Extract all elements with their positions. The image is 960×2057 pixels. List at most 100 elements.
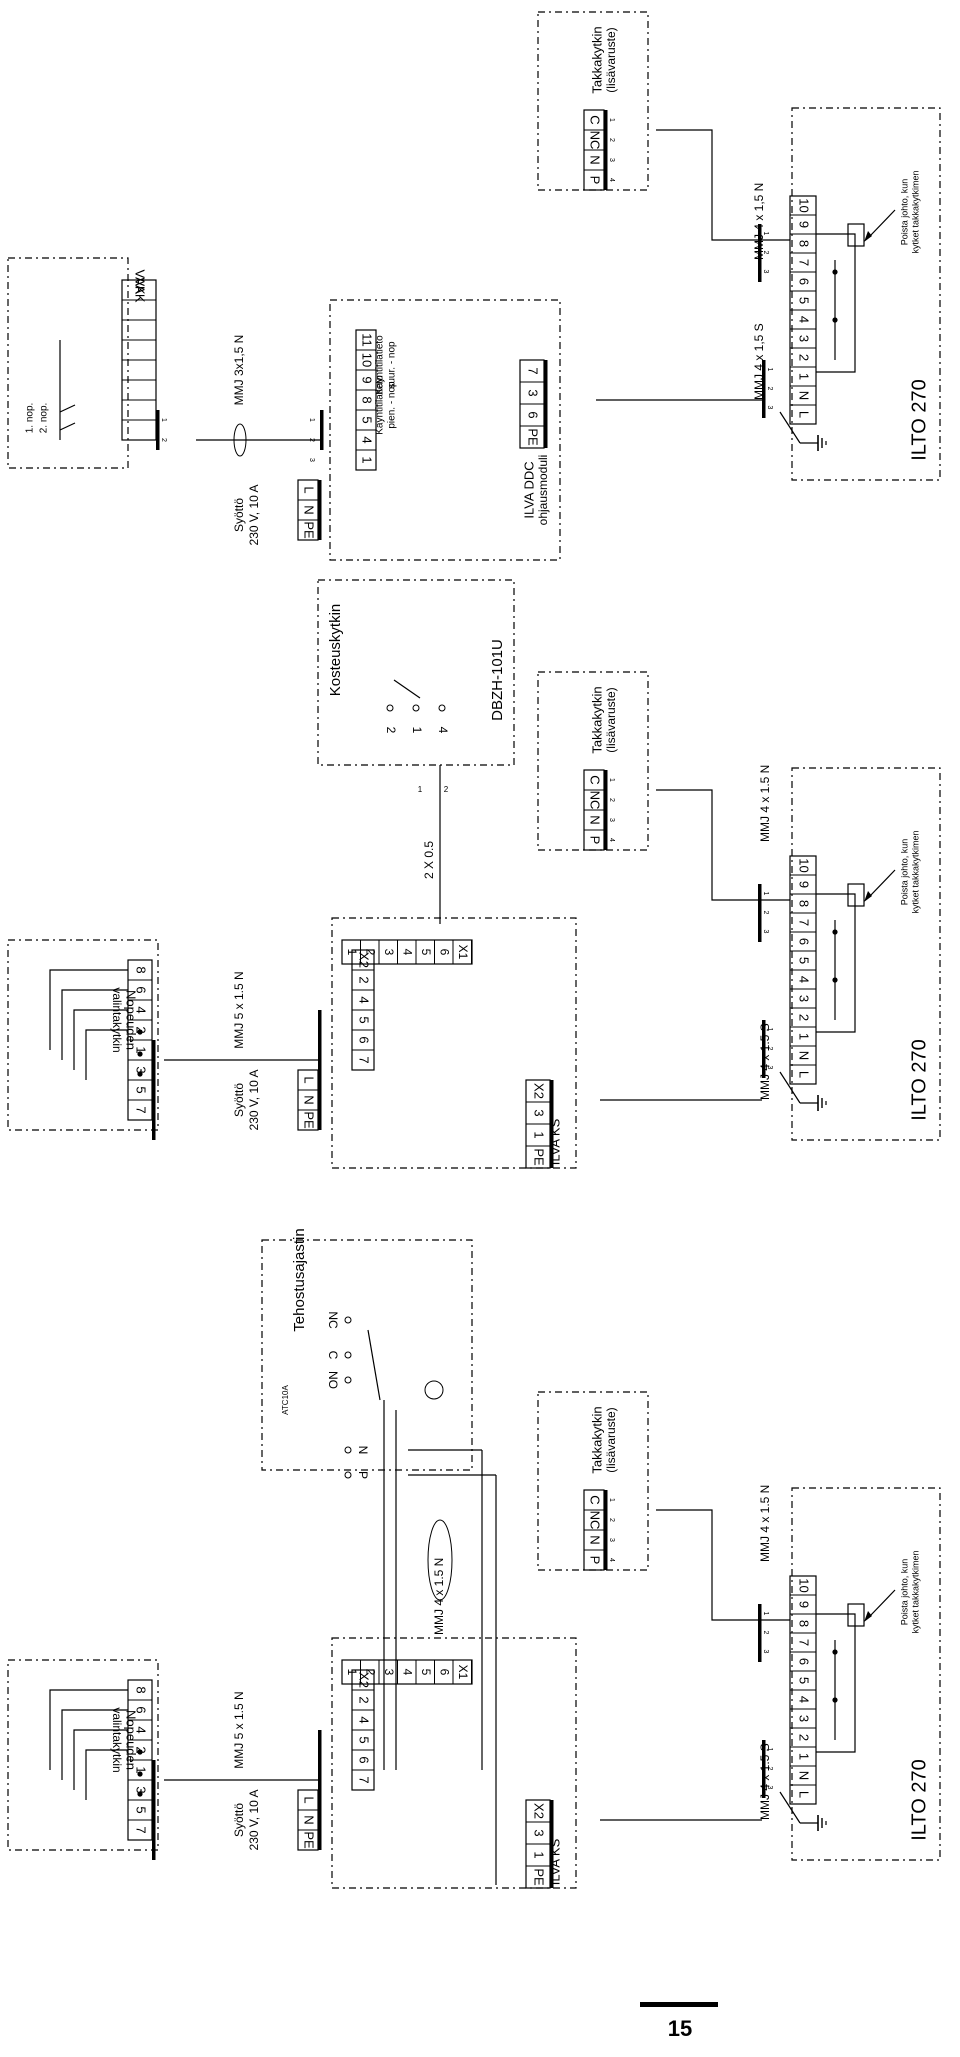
terminal-label: PE [302, 1831, 317, 1849]
ilto-270-enclosure [791, 1487, 941, 1861]
jumper-plug [847, 223, 865, 247]
pin-number: 1 [160, 418, 167, 422]
pin-number: 3 [608, 1538, 615, 1542]
terminal-label: N [302, 1815, 317, 1824]
vak-note: 2. nop. [39, 403, 50, 434]
terminal-label: 2 [363, 949, 377, 956]
pin-number: 1 [418, 785, 423, 794]
ks-inner-cell [452, 1659, 472, 1685]
pin-number: 3 [608, 158, 615, 162]
terminal-label: 5 [134, 1806, 149, 1813]
ground-symbol [800, 1815, 827, 1831]
supply-label: Syöttö [232, 1083, 246, 1117]
terminal-label: 4 [797, 1696, 812, 1703]
selector-wire [73, 1009, 128, 1070]
arrow-head [864, 231, 872, 242]
terminal-label: NC [588, 791, 603, 810]
connector-bar [762, 1740, 766, 1798]
switch-contact [59, 404, 76, 413]
junction-dot [137, 1791, 143, 1797]
pin-number: 3 [762, 270, 769, 274]
terminal-label: 5 [419, 1669, 433, 1676]
ddc-note: Käyntitilatieto [375, 335, 386, 395]
pin-number: 1 [608, 778, 615, 782]
timer-pin [344, 1351, 352, 1359]
terminal-label: VAK [133, 277, 148, 302]
pin-number: 2 [766, 1047, 773, 1051]
junction-dot [137, 1771, 143, 1777]
speed-selector-enclosure [7, 1659, 159, 1851]
terminal-label: X2 [532, 1083, 547, 1099]
terminal-label: C [588, 775, 603, 784]
cable-label: MMJ 4 x 1.5 N [432, 1558, 446, 1635]
connector-bar [156, 410, 160, 450]
warning-note: kytket takkakytkimen [910, 170, 920, 253]
connector-bar [758, 884, 762, 942]
ilto-270-enclosure [791, 767, 941, 1141]
timer-pin [344, 1471, 352, 1479]
boost-timer-label: Tehostusajastin [291, 1228, 308, 1331]
terminal-label: L [302, 486, 317, 493]
ddc-note: pien. - nop [387, 381, 398, 429]
terminal-label: 2 [357, 1696, 372, 1703]
pin-number: 1 [766, 1028, 773, 1032]
pin-number: 1 [762, 232, 769, 236]
terminal-label: N [797, 1051, 812, 1060]
terminal-label: 4 [797, 976, 812, 983]
terminal-label: 6 [526, 411, 541, 418]
pin-number: 1 [608, 118, 615, 122]
switch-contact [59, 422, 76, 431]
selector-wire [61, 1709, 128, 1780]
vak-enclosure [7, 257, 129, 469]
connector-bar [550, 1800, 554, 1888]
terminal-label: X2 [532, 1803, 547, 1819]
terminal-label: 4 [134, 1006, 149, 1013]
selector-wire [73, 1729, 128, 1790]
pin-number: 2 [762, 1631, 769, 1635]
terminal-label: 2 [797, 1014, 812, 1021]
terminal-label: 5 [419, 949, 433, 956]
terminal-label: 4 [400, 1669, 414, 1676]
terminal-label: 8 [360, 396, 375, 403]
timer-clock-icon [424, 1380, 444, 1400]
vak-terminals: VAK [121, 277, 157, 441]
terminal-label: 3 [382, 949, 396, 956]
terminal-label: 6 [134, 1706, 149, 1713]
terminal-label: 9 [797, 221, 812, 228]
terminal-label: 6 [134, 986, 149, 993]
terminal-label: L [797, 411, 812, 418]
terminal-label: 3 [532, 1829, 547, 1836]
pin-number: 2 [766, 387, 773, 391]
terminal-label: 10 [797, 198, 812, 212]
selector-wire [61, 989, 128, 1060]
terminal-label: 4 [357, 1716, 372, 1723]
ground-wire [779, 411, 801, 444]
terminal-label: X1 [456, 1665, 470, 1680]
page-number-bar [640, 2002, 718, 2007]
terminal-label: 3 [797, 995, 812, 1002]
pin-number: 1 [762, 1612, 769, 1616]
terminal-label: 3 [797, 1715, 812, 1722]
sensor-pin-label: 2 [384, 727, 398, 734]
pin-number: 3 [766, 1066, 773, 1070]
connector-bar [604, 1490, 608, 1570]
warning-arrow [869, 209, 896, 237]
junction-dot [832, 929, 838, 935]
speed-terminals: 86421357 [127, 1679, 153, 1841]
takkakytkin-label: Takkakytkin [589, 1406, 604, 1473]
ilto-270-label: ILTO 270 [908, 1039, 930, 1121]
terminal-label: 3 [134, 1066, 149, 1073]
selector-wire [49, 1689, 128, 1770]
pin-number: 2 [762, 911, 769, 915]
jumper-wire [816, 1613, 856, 1753]
pin-number: 3 [308, 458, 315, 462]
terminal-label: 7 [134, 1826, 149, 1833]
